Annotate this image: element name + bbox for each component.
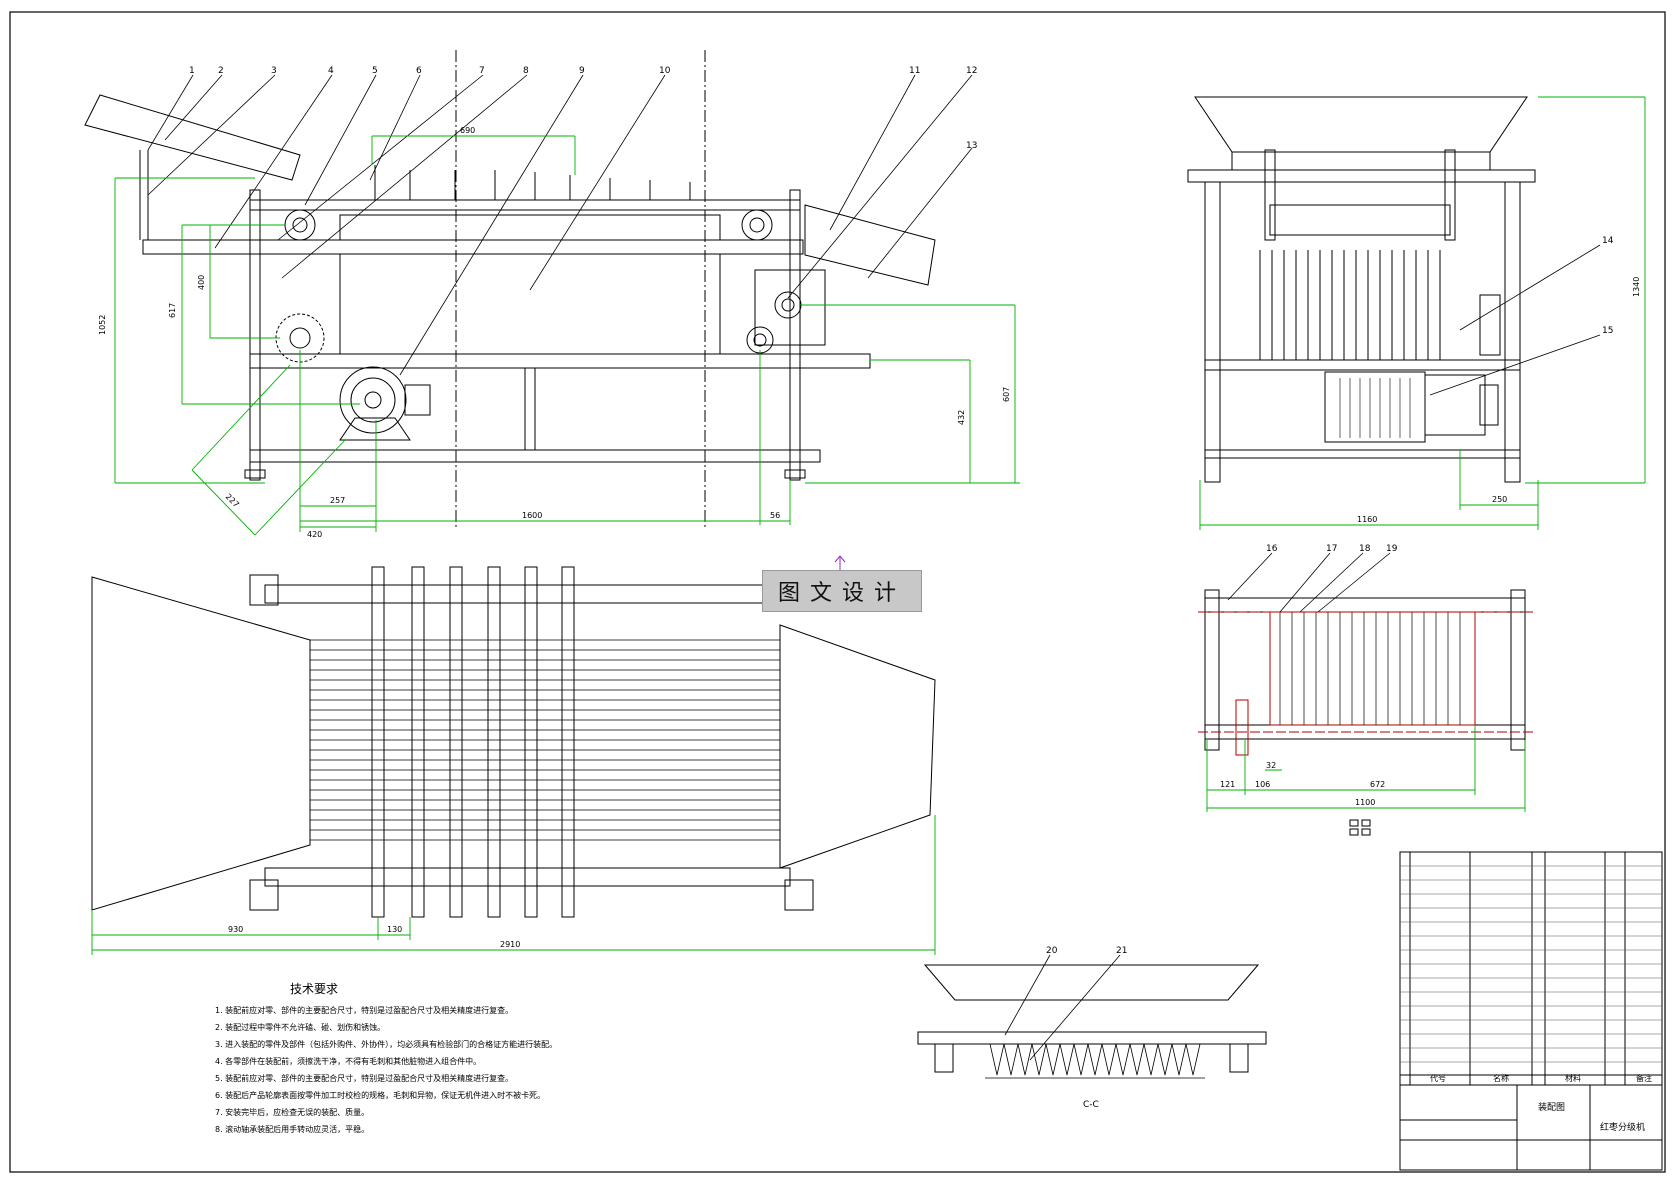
leaders-front: [147, 74, 973, 376]
bearing-lower-right-1: [774, 291, 802, 319]
dim-121: 121: [1220, 780, 1235, 789]
arrow-icon: [834, 555, 846, 572]
front-view: [84, 50, 973, 530]
dim-106: 106: [1255, 780, 1270, 789]
dimension-labels: 1052 617 400 227 257 420 1600 56 432 607…: [98, 126, 1641, 949]
balloon-17: 17: [1326, 544, 1337, 554]
bearing-left: [284, 209, 316, 241]
balloon-labels: 1 2 3 4 5 6 7 8 9 10 11 12 13 14 15 16 1…: [189, 66, 1614, 956]
dim-257: 257: [330, 496, 345, 505]
small-symbol: [1349, 819, 1371, 836]
cc-teeth: [985, 1043, 1205, 1079]
front-dimension-lines: [114, 135, 1020, 536]
tb-header-material: 材料: [1565, 1073, 1581, 1083]
balloon-8: 8: [523, 66, 529, 76]
balloon-2: 2: [218, 66, 224, 76]
balloon-14: 14: [1602, 236, 1614, 246]
top-hooks: [374, 165, 691, 200]
dim-400: 400: [197, 275, 206, 290]
dim-1100: 1100: [1355, 798, 1375, 807]
tb-header-remark: 备注: [1636, 1073, 1652, 1083]
balloon-20: 20: [1046, 946, 1058, 956]
tb-drawing-name: 红枣分级机: [1600, 1121, 1645, 1133]
title-block: [1399, 851, 1663, 1171]
dim-32: 32: [1266, 761, 1276, 770]
balloon-9: 9: [579, 66, 585, 76]
balloon-4: 4: [328, 66, 334, 76]
tech-item-1: 1. 装配前应对零、部件的主要配合尺寸，特别是过盈配合尺寸及相关精度进行复查。: [215, 1005, 513, 1015]
dim-420: 420: [307, 530, 322, 539]
dim-56: 56: [770, 511, 780, 520]
tech-item-4: 4. 各零部件在装配前，须擦洗干净，不得有毛刺和其他脏物进入组合件中。: [215, 1056, 481, 1066]
top-dimension-lines: [91, 815, 936, 955]
dim-1052: 1052: [98, 315, 107, 335]
tech-item-7: 7. 安装完毕后，应检查无误的装配、质量。: [215, 1107, 369, 1117]
dim-672: 672: [1370, 780, 1385, 789]
dim-130: 130: [387, 925, 402, 934]
section-view: [1198, 552, 1535, 756]
balloon-19: 19: [1386, 544, 1398, 554]
section-teeth: [1279, 612, 1461, 725]
balloon-7: 7: [479, 66, 485, 76]
watermark-stamp: 图文设计: [762, 570, 922, 612]
top-feed-hopper: [91, 576, 311, 911]
side-view: [1187, 96, 1601, 483]
balloon-15: 15: [1602, 326, 1613, 336]
top-view: [91, 566, 936, 918]
tech-item-3: 3. 进入装配的零件及部件（包括外购件、外协件），均必须具有检验部门的合格证方能…: [215, 1039, 557, 1049]
sheet-border: [9, 11, 1666, 1173]
dim-607: 607: [1002, 387, 1011, 402]
balloon-5: 5: [372, 66, 378, 76]
balloon-21: 21: [1116, 946, 1127, 956]
title-block-text: 代号 名称 材料 备注 装配图 红枣分级机: [1430, 1073, 1652, 1133]
tech-item-8: 8. 滚动轴承装配后用手转动应灵活，平稳。: [215, 1124, 369, 1134]
cc-section-view: [917, 954, 1267, 1079]
side-screen-bars: [1259, 204, 1451, 360]
feed-hopper: [84, 94, 301, 181]
balloon-13: 13: [966, 141, 977, 151]
bearing-right: [741, 209, 773, 241]
tb-header-name: 名称: [1493, 1073, 1509, 1083]
tech-title: 技术要求: [290, 982, 338, 996]
tech-requirements: 技术要求 1. 装配前应对零、部件的主要配合尺寸，特别是过盈配合尺寸及相关精度进…: [215, 982, 557, 1134]
section-dimension-lines: [1206, 725, 1526, 812]
balloon-12: 12: [966, 66, 977, 76]
dim-1160: 1160: [1357, 515, 1377, 524]
dim-432: 432: [957, 410, 966, 425]
dim-930: 930: [228, 925, 243, 934]
section-label: C-C: [1083, 1100, 1099, 1110]
balloon-3: 3: [271, 66, 277, 76]
top-discharge-chute: [779, 624, 936, 869]
balloon-11: 11: [909, 66, 920, 76]
dim-227: 227: [224, 492, 241, 509]
tech-item-2: 2. 装配过程中零件不允许磕、碰、划伤和锈蚀。: [215, 1022, 385, 1032]
tb-design-label: 装配图: [1538, 1101, 1565, 1113]
bearing-lower-right-2: [746, 326, 774, 354]
tech-item-5: 5. 装配前应对零、部件的主要配合尺寸，特别是过盈配合尺寸及相关精度进行复查。: [215, 1073, 513, 1083]
balloon-6: 6: [416, 66, 422, 76]
motor-pulley: [339, 366, 407, 434]
dim-250: 250: [1492, 495, 1507, 504]
side-dimension-lines: [1199, 96, 1646, 530]
dim-1600: 1600: [522, 511, 542, 520]
dim-690: 690: [460, 126, 475, 135]
dim-617: 617: [168, 303, 177, 318]
tb-header-code: 代号: [1430, 1073, 1446, 1083]
dim-2910: 2910: [500, 940, 520, 949]
side-hopper: [1194, 96, 1528, 153]
top-cross-bars: [371, 566, 575, 918]
balloon-1: 1: [189, 66, 195, 76]
balloon-16: 16: [1266, 544, 1278, 554]
top-screen-lines: [310, 639, 780, 841]
balloon-10: 10: [659, 66, 671, 76]
dim-1340: 1340: [1632, 277, 1641, 297]
balloon-18: 18: [1359, 544, 1371, 554]
tech-item-6: 6. 装配后产品轮廓表面按零件加工时校检的规格，毛刺和异物，保证无机件进入时不被…: [215, 1090, 545, 1100]
